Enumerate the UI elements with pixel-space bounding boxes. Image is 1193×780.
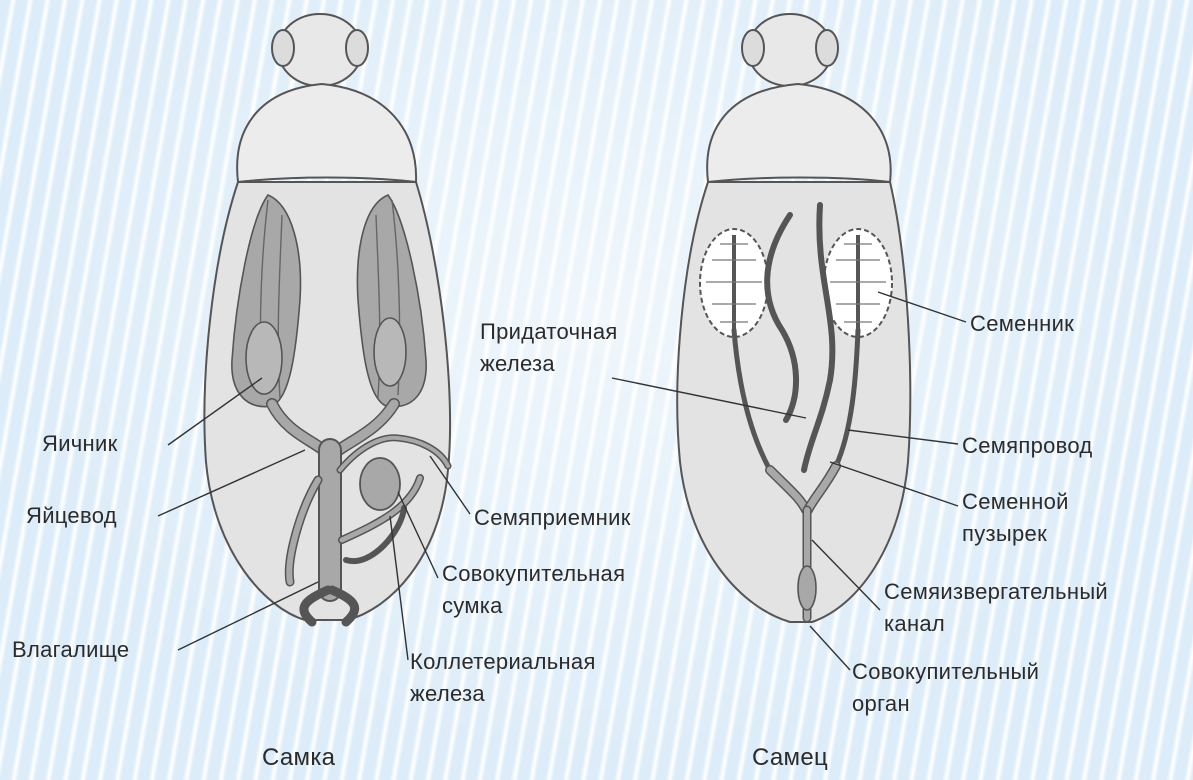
label-vesicle-line1: Семенной: [962, 488, 1069, 516]
label-colleterial-line1: Коллетериальная: [410, 648, 596, 676]
female-bursa: [360, 458, 400, 510]
label-ejaculatory-line2: канал: [884, 610, 945, 638]
label-oviduct: Яйцевод: [26, 502, 117, 530]
label-vas-deferens: Семяпровод: [962, 432, 1093, 460]
male-pronotum: [707, 84, 891, 182]
male-insect: [677, 14, 910, 622]
caption-female: Самка: [262, 744, 335, 772]
label-colleterial-line2: железа: [410, 680, 485, 708]
label-accessory-line2: железа: [480, 350, 555, 378]
male-head: [742, 14, 838, 86]
label-bursa-line2: сумка: [442, 592, 503, 620]
female-pronotum: [237, 84, 416, 182]
label-ejaculatory-line1: Семяизвергательный: [884, 578, 1108, 606]
label-spermatheca: Семяприемник: [474, 504, 631, 532]
label-vagina: Влагалище: [12, 636, 129, 664]
male-copulatory-organ: [798, 566, 816, 610]
label-testis: Семенник: [970, 310, 1074, 338]
label-organ-line1: Совокупительный: [852, 658, 1039, 686]
female-head: [272, 14, 368, 86]
label-bursa-line1: Совокупительная: [442, 560, 625, 588]
female-insect: [204, 14, 450, 622]
label-ovary: Яичник: [42, 430, 118, 458]
label-accessory-line1: Придаточная: [480, 318, 618, 346]
label-vesicle-line2: пузырек: [962, 520, 1047, 548]
caption-male: Самец: [752, 744, 828, 772]
label-organ-line2: орган: [852, 690, 910, 718]
